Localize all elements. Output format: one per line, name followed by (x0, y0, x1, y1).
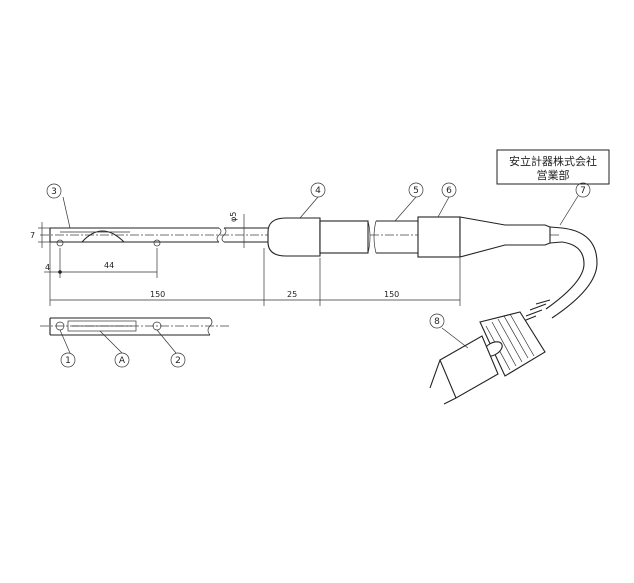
svg-text:1: 1 (65, 356, 71, 366)
callout-4: 4 (310, 182, 326, 198)
probe-bottom-view (40, 317, 230, 336)
svg-text:7: 7 (580, 186, 586, 196)
cable-section (373, 216, 598, 319)
dim-sensor-pos: 44 (104, 261, 114, 270)
stamp-line-2: 営業部 (537, 168, 570, 182)
stamp-frame (496, 149, 610, 185)
callout-3: 3 (46, 183, 62, 199)
dim-diameter: φ5 (229, 212, 238, 222)
callout-1: 1 (60, 352, 76, 368)
dim-cable-len: 150 (384, 290, 399, 299)
stamp-line-1: 安立計器株式会社 (509, 154, 597, 168)
callout-2: 2 (170, 352, 186, 368)
svg-text:2: 2 (175, 356, 181, 366)
svg-text:4: 4 (315, 186, 321, 196)
handle (267, 217, 371, 257)
callout-7: 7 (575, 182, 591, 198)
callout-6: 6 (441, 182, 457, 198)
company-stamp: 安立計器株式会社 営業部 (496, 149, 610, 185)
dim-handle-len: 25 (287, 290, 297, 299)
dim-probe-len: 150 (150, 290, 165, 299)
dim-height: 7 (30, 231, 35, 240)
callout-5: 5 (408, 182, 424, 198)
svg-text:A: A (119, 356, 126, 366)
svg-text:8: 8 (434, 317, 440, 327)
svg-text:6: 6 (446, 186, 452, 196)
connector (429, 299, 551, 405)
svg-text:5: 5 (413, 186, 419, 196)
leader-lines (59, 195, 579, 354)
callout-8: 8 (429, 313, 445, 329)
callout-A: A (114, 352, 130, 368)
svg-text:3: 3 (51, 187, 57, 197)
dim-offset: 4 (45, 263, 50, 272)
dimension-lines (38, 214, 461, 306)
probe-shaft (49, 227, 268, 247)
